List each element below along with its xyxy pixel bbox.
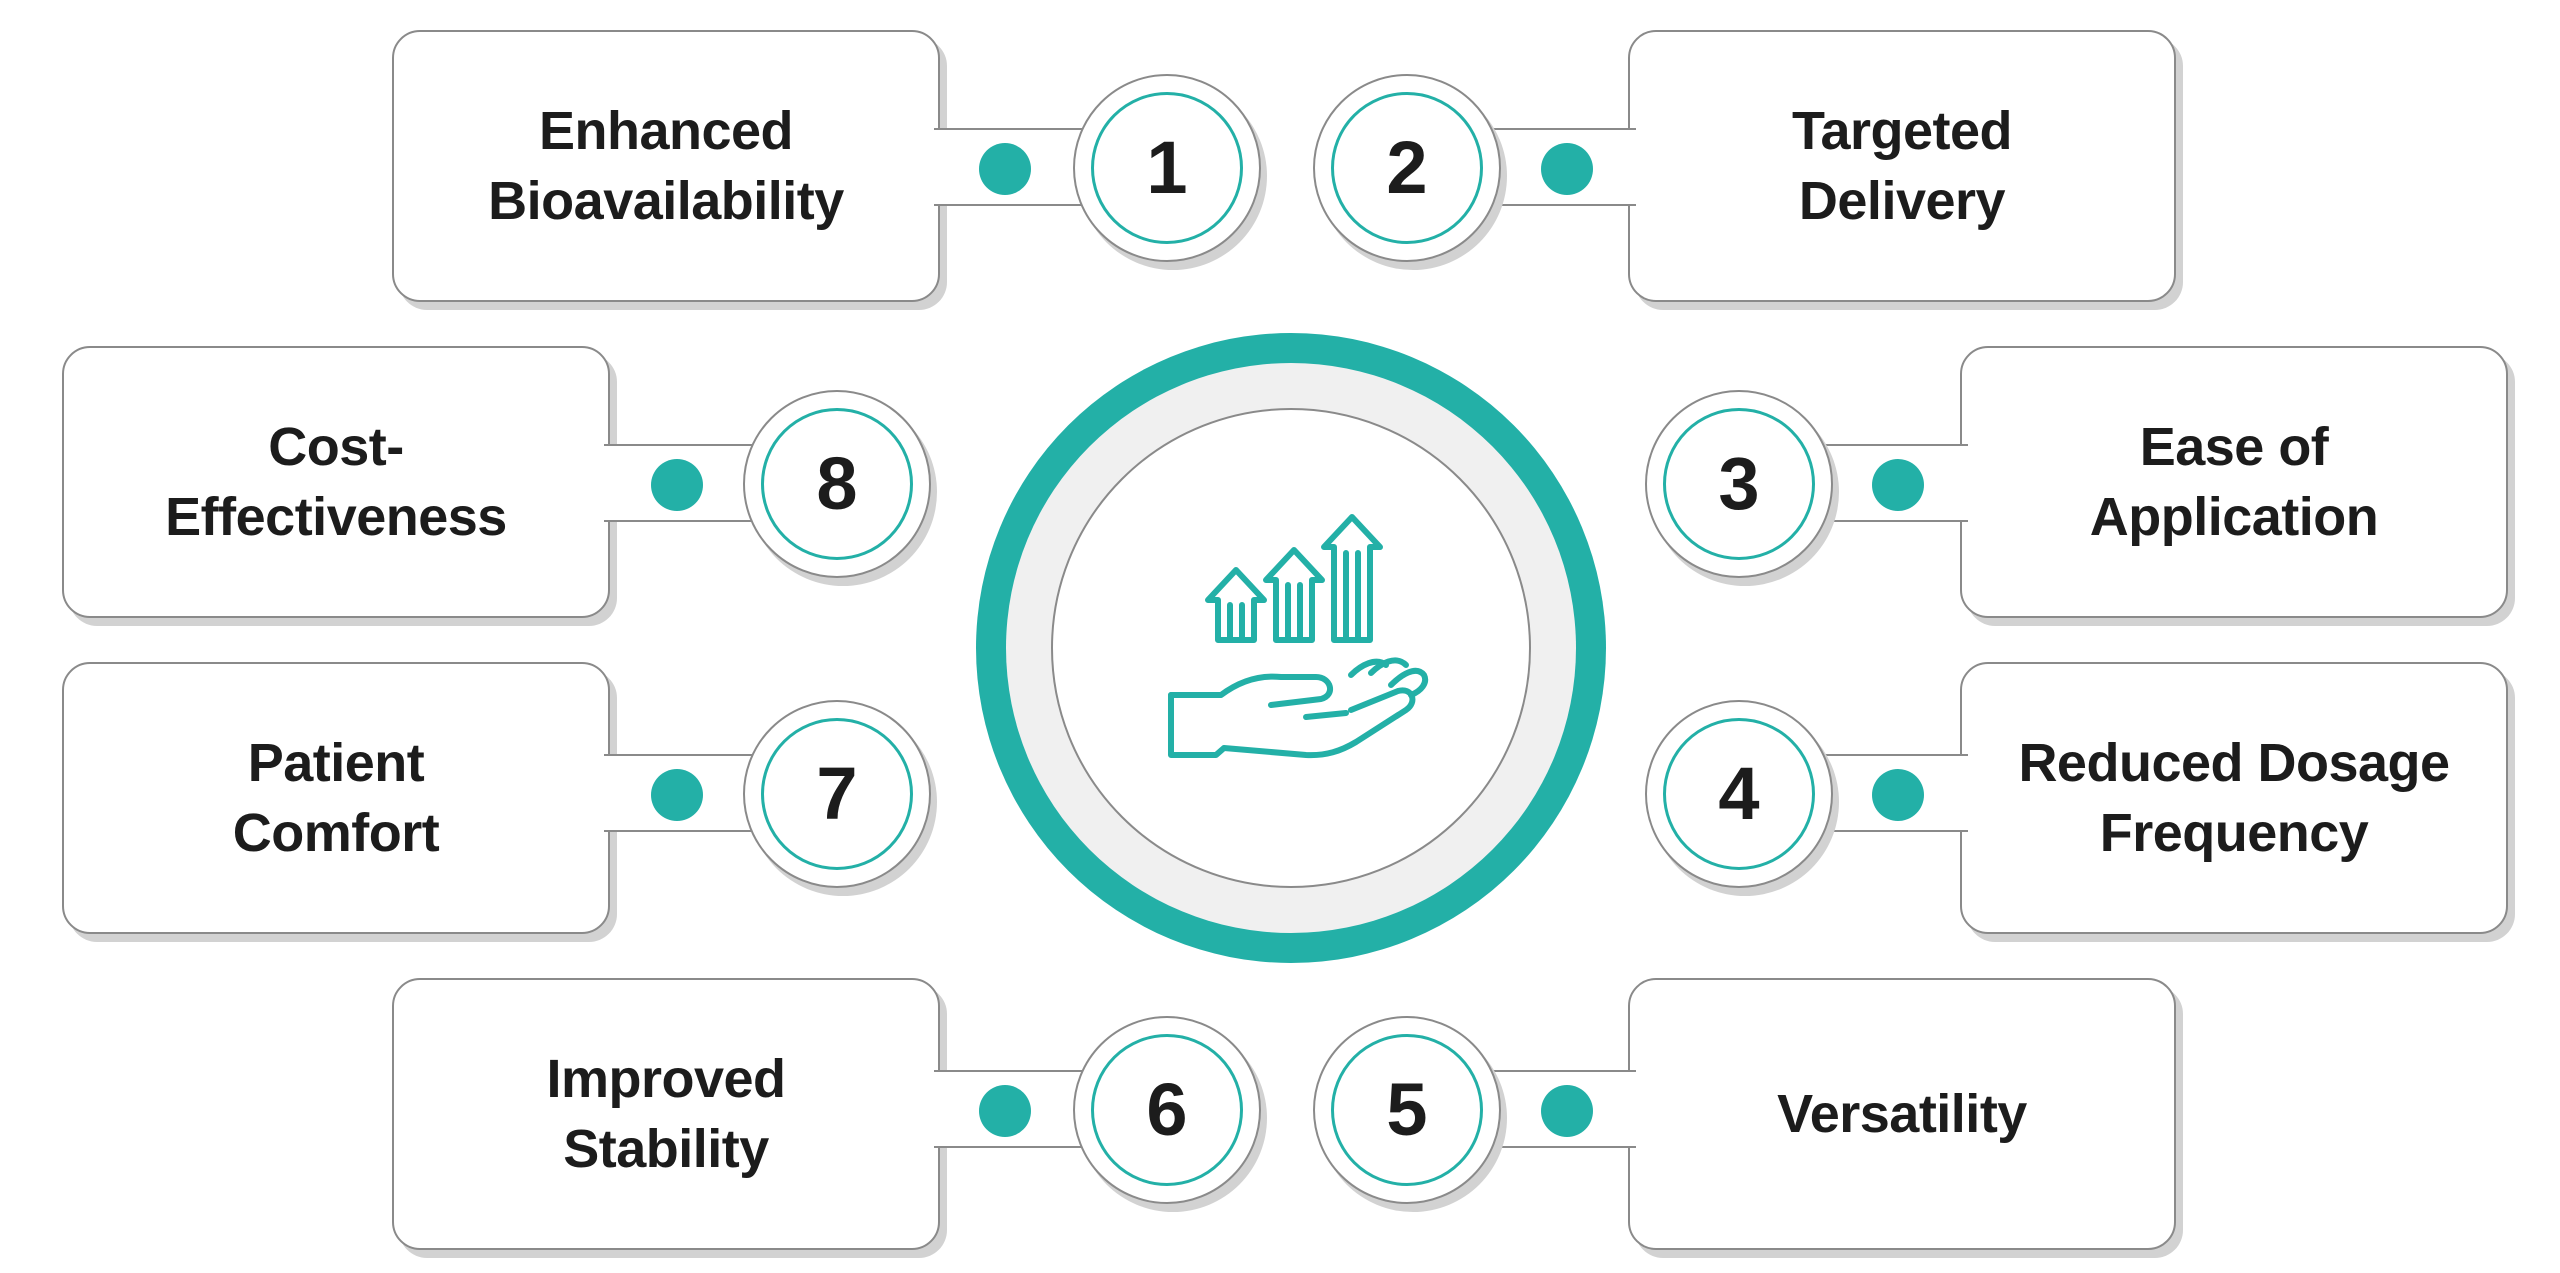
benefit-card-4: Reduced Dosage Frequency <box>1960 662 2508 934</box>
center-circle <box>1051 408 1531 888</box>
benefit-label-7: Patient Comfort <box>232 733 440 863</box>
benefit-label-2: Targeted Delivery <box>1791 101 2013 231</box>
benefit-card-8: Cost- Effectiveness <box>62 346 610 618</box>
number-badge-8: 8 <box>743 390 931 578</box>
badge-number-3: 3 <box>1718 442 1760 525</box>
badge-number-1: 1 <box>1146 126 1188 209</box>
benefit-card-7: Patient Comfort <box>62 662 610 934</box>
benefit-card-5: Versatility <box>1628 978 2176 1250</box>
benefit-label-1: Enhanced Bioavailability <box>488 101 844 231</box>
badge-number-6: 6 <box>1146 1068 1188 1151</box>
connector-dot-1 <box>979 143 1031 195</box>
connector-dot-6 <box>979 1085 1031 1137</box>
connector-dot-5 <box>1541 1085 1593 1137</box>
badge-number-5: 5 <box>1386 1068 1428 1151</box>
badge-number-4: 4 <box>1718 752 1760 835</box>
connector-dot-3 <box>1872 459 1924 511</box>
number-badge-3: 3 <box>1645 390 1833 578</box>
badge-number-7: 7 <box>816 752 858 835</box>
connector-dot-7 <box>651 769 703 821</box>
hand-with-rising-arrows-icon <box>1168 514 1429 759</box>
benefit-card-3: Ease of Application <box>1960 346 2508 618</box>
connector-dot-4 <box>1872 769 1924 821</box>
benefit-label-8: Cost- Effectiveness <box>165 417 507 547</box>
number-badge-7: 7 <box>743 700 931 888</box>
benefit-card-1: Enhanced Bioavailability <box>392 30 940 302</box>
benefit-label-3: Ease of Application <box>2089 417 2379 547</box>
number-badge-6: 6 <box>1073 1016 1261 1204</box>
number-badge-2: 2 <box>1313 74 1501 262</box>
number-badge-4: 4 <box>1645 700 1833 888</box>
number-badge-1: 1 <box>1073 74 1261 262</box>
benefit-card-2: Targeted Delivery <box>1628 30 2176 302</box>
badge-number-8: 8 <box>816 442 858 525</box>
number-badge-5: 5 <box>1313 1016 1501 1204</box>
benefit-label-5: Versatility <box>1777 1084 2027 1144</box>
connector-dot-2 <box>1541 143 1593 195</box>
benefit-label-6: Improved Stability <box>546 1049 786 1179</box>
badge-number-2: 2 <box>1386 126 1428 209</box>
benefit-card-6: Improved Stability <box>392 978 940 1250</box>
benefit-label-4: Reduced Dosage Frequency <box>2018 733 2450 863</box>
connector-dot-8 <box>651 459 703 511</box>
